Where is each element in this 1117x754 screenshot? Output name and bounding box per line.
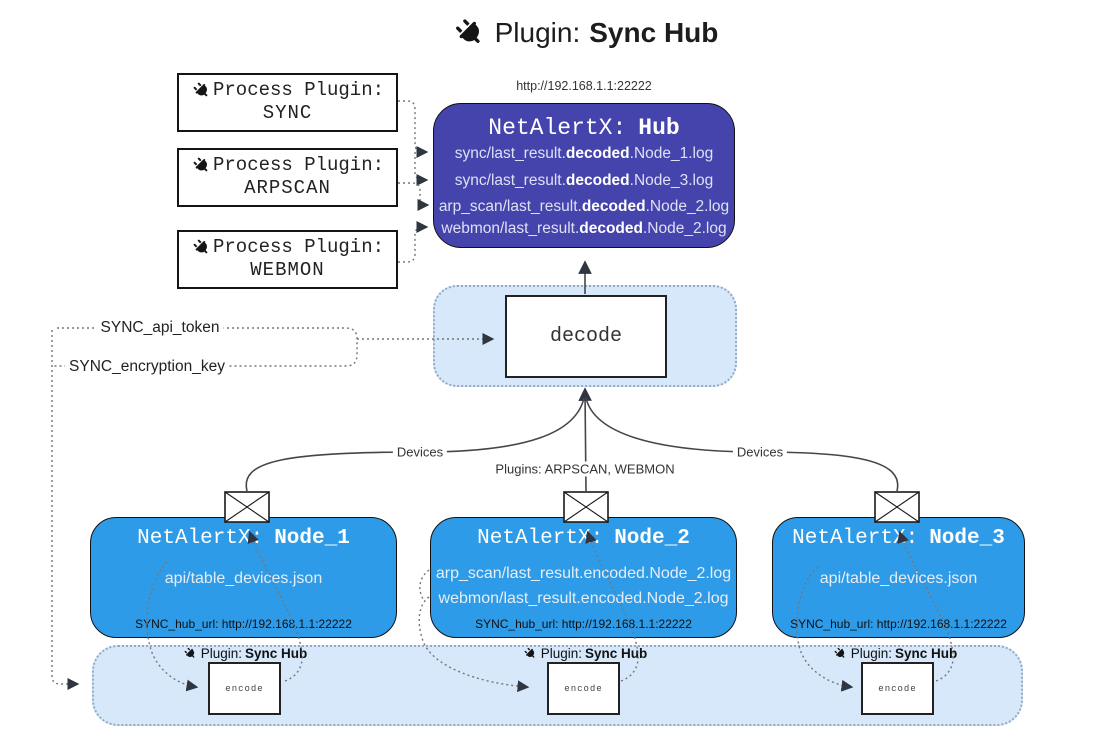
- process-plugin-label: Process Plugin:: [212, 79, 385, 101]
- encode-box: encode: [861, 662, 934, 715]
- title-name: Sync Hub: [589, 17, 719, 48]
- node-file-line: arp_scan/last_result.encoded.Node_2.log: [435, 565, 732, 582]
- plug-icon: [191, 155, 212, 176]
- process-plugin-name: WEBMON: [250, 259, 325, 281]
- hub-title-label: NetAlertX:: [488, 115, 627, 141]
- plug-icon: [191, 237, 212, 258]
- process-plugin-arpscan-box: Process Plugin: ARPSCAN: [177, 148, 398, 207]
- process-plugin-webmon-box: Process Plugin: WEBMON: [177, 230, 398, 289]
- devices-label-left: Devices: [392, 444, 448, 460]
- process-plugin-name: ARPSCAN: [244, 177, 331, 199]
- node-file-line: api/table_devices.json: [819, 570, 978, 587]
- encoder-plugin-label: Plugin:Sync Hub: [183, 646, 307, 661]
- decode-box: decode: [505, 295, 667, 378]
- node-1-box: NetAlertX:Node_1 api/table_devices.json …: [90, 517, 397, 638]
- hub-log-line: sync/last_result.decoded.Node_1.log: [454, 145, 714, 162]
- plug-icon: [833, 646, 848, 661]
- node-file-line: api/table_devices.json: [164, 570, 323, 587]
- hub-title-name: Hub: [638, 115, 680, 141]
- encoder-plugin-label: Plugin:Sync Hub: [523, 646, 647, 661]
- plug-icon: [452, 15, 488, 51]
- hub-log-line: webmon/last_result.decoded.Node_2.log: [441, 220, 727, 237]
- edge-sync-to-hub-1: [398, 100, 429, 158]
- plug-icon: [191, 80, 212, 101]
- process-plugin-label: Process Plugin:: [212, 236, 385, 258]
- node-hub-url: SYNC_hub_url: http://192.168.1.1:22222: [475, 617, 692, 631]
- plug-icon: [183, 646, 198, 661]
- hub-title: NetAlertX: Hub: [434, 115, 734, 141]
- node-hub-url: SYNC_hub_url: http://192.168.1.1:22222: [790, 617, 1007, 631]
- node-hub-url: SYNC_hub_url: http://192.168.1.1:22222: [135, 617, 352, 631]
- devices-label-right: Devices: [732, 444, 788, 460]
- edge-arpscan-to-hub: [398, 182, 430, 211]
- plugins-edge-label: Plugins: ARPSCAN, WEBMON: [491, 461, 679, 477]
- edge-webmon-to-hub: [398, 221, 429, 263]
- encoder-plugin-label: Plugin:Sync Hub: [833, 646, 957, 661]
- hub-url-label: http://192.168.1.1:22222: [516, 79, 652, 93]
- edge-sync-to-hub-2: [414, 152, 429, 186]
- edge-key-to-encoders: [51, 330, 80, 690]
- title-label: Plugin:: [494, 17, 581, 48]
- hub-log-line: sync/last_result.decoded.Node_3.log: [454, 172, 714, 189]
- node-3-box: NetAlertX:Node_3 api/table_devices.json …: [772, 517, 1025, 638]
- node-title: NetAlertX:Node_3: [792, 527, 1005, 550]
- diagram-title: Plugin: Sync Hub: [452, 15, 719, 51]
- node-title: NetAlertX:Node_1: [137, 527, 350, 550]
- sync-encryption-key-label: SYNC_encryption_key: [65, 358, 229, 376]
- node-2-box: NetAlertX:Node_2 arp_scan/last_result.en…: [430, 517, 737, 638]
- plug-icon: [523, 646, 538, 661]
- process-plugin-label: Process Plugin:: [212, 154, 385, 176]
- process-plugin-name: SYNC: [262, 102, 313, 124]
- node-file-line: webmon/last_result.encoded.Node_2.log: [438, 590, 729, 607]
- encode-box: encode: [208, 662, 281, 715]
- process-plugin-sync-box: Process Plugin: SYNC: [177, 73, 398, 132]
- edge-node2-line1-to-encode: [419, 569, 430, 600]
- hub-log-line: arp_scan/last_result.decoded.Node_2.log: [438, 198, 730, 215]
- hub-node: NetAlertX: Hub sync/last_result.decoded.N…: [433, 103, 735, 248]
- sync-api-token-label: SYNC_api_token: [96, 319, 224, 337]
- node-title: NetAlertX:Node_2: [477, 527, 690, 550]
- encode-box: encode: [547, 662, 620, 715]
